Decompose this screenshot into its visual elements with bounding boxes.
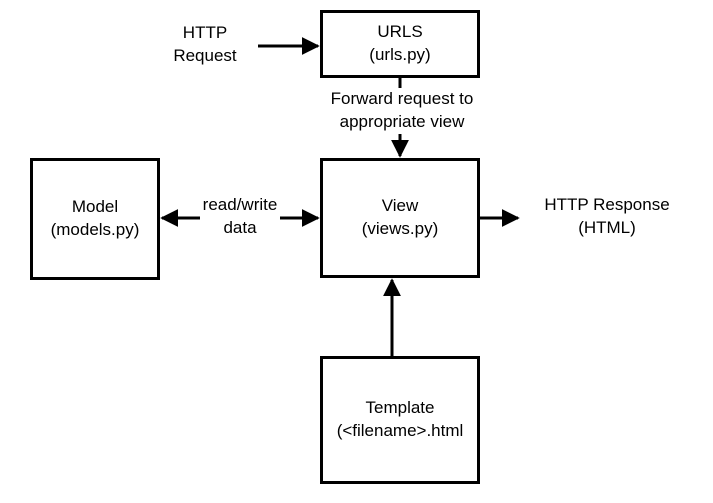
model-box-title: Model bbox=[71, 197, 119, 217]
template-box-filename: (<filename>.html bbox=[336, 421, 464, 440]
urls-box-filename: (urls.py) bbox=[369, 45, 431, 64]
urls-box-title: URLS bbox=[377, 22, 423, 42]
http-response-label: HTTP Response (HTML) bbox=[527, 194, 687, 240]
forward-request-label-line1: Forward request to bbox=[330, 89, 474, 108]
model-box[interactable]: Model (models.py) bbox=[30, 158, 160, 280]
view-box[interactable]: View (views.py) bbox=[320, 158, 480, 278]
http-request-label: HTTP Request bbox=[155, 22, 255, 68]
template-box-title: Template bbox=[365, 398, 435, 418]
forward-request-label-line2: appropriate view bbox=[339, 111, 465, 131]
view-box-filename: (views.py) bbox=[361, 219, 439, 238]
read-write-data-label-line2: data bbox=[223, 217, 257, 237]
http-response-label-line2: (HTML) bbox=[578, 217, 636, 237]
http-request-label-line2: Request bbox=[173, 45, 237, 65]
read-write-data-label-line1: read/write bbox=[202, 195, 278, 214]
http-request-label-line1: HTTP bbox=[182, 23, 228, 42]
read-write-data-label: read/write data bbox=[200, 194, 280, 240]
urls-box[interactable]: URLS (urls.py) bbox=[320, 10, 480, 78]
forward-request-label: Forward request to appropriate view bbox=[320, 88, 484, 134]
template-box[interactable]: Template (<filename>.html bbox=[320, 356, 480, 484]
view-box-title: View bbox=[381, 196, 419, 216]
http-response-label-line1: HTTP Response bbox=[544, 195, 670, 214]
model-box-filename: (models.py) bbox=[50, 220, 140, 239]
